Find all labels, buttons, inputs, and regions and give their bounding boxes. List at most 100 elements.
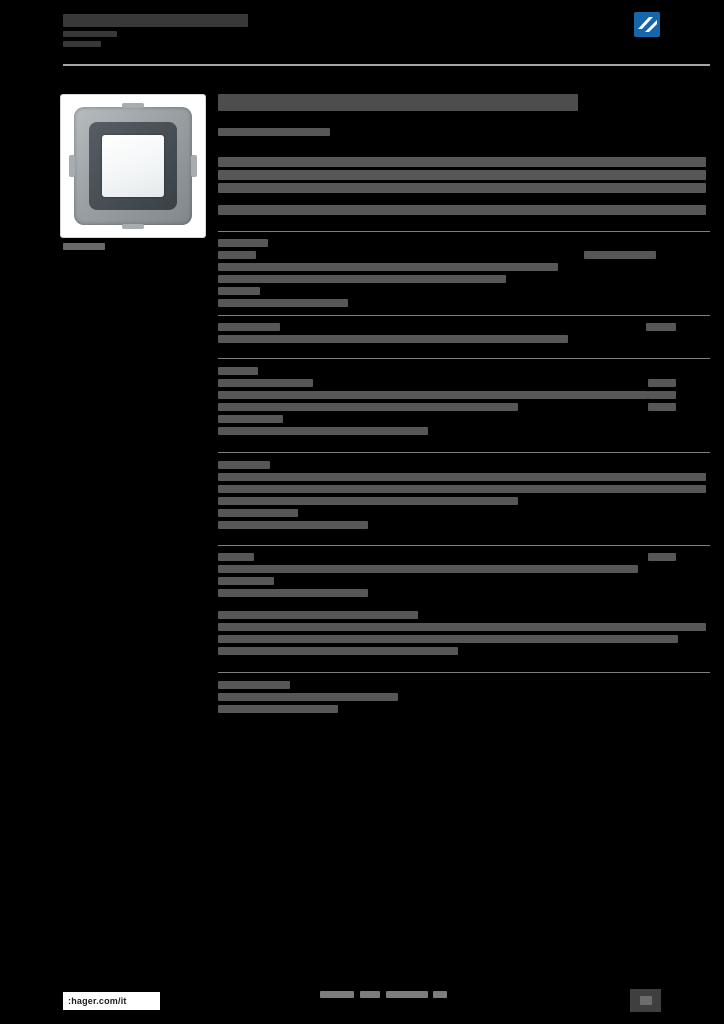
redacted-text — [63, 41, 101, 47]
section-divider — [218, 358, 710, 359]
section-divider — [218, 672, 710, 673]
spec-label — [218, 647, 458, 655]
spec-label — [218, 367, 258, 375]
spec-value — [648, 391, 676, 399]
spec-section — [218, 553, 706, 601]
spec-label — [218, 485, 706, 493]
product-image — [60, 94, 206, 238]
spec-value — [646, 323, 676, 331]
spec-label — [218, 565, 638, 573]
spec-row — [218, 509, 706, 517]
spec-label — [218, 635, 678, 643]
spec-row — [218, 589, 706, 597]
mounting-claw-left — [69, 155, 75, 177]
footer-brand — [0, 991, 724, 1003]
spec-row — [218, 239, 706, 247]
footer-brand-mark — [386, 991, 428, 998]
spec-row — [218, 635, 706, 643]
spec-row — [218, 379, 706, 387]
spec-row — [218, 391, 706, 399]
redacted-text — [63, 243, 105, 250]
spec-section — [218, 367, 706, 439]
spec-row — [218, 367, 706, 375]
spec-label — [218, 287, 260, 295]
redacted-text — [218, 170, 706, 180]
spec-label — [218, 379, 313, 387]
spec-section — [218, 611, 706, 659]
spec-label — [218, 589, 368, 597]
spec-value — [648, 379, 676, 387]
footer-brand-mark — [320, 991, 354, 998]
product-description-lead — [218, 205, 706, 215]
mounting-claw-right — [191, 155, 197, 177]
spec-label — [218, 299, 348, 307]
spec-label — [218, 693, 398, 701]
spec-label — [218, 415, 283, 423]
spec-label — [218, 521, 368, 529]
footer-brand-mark — [360, 991, 380, 998]
spec-section — [218, 323, 706, 347]
spec-value — [648, 553, 676, 561]
switch-inner-bezel — [89, 122, 177, 210]
redacted-text — [218, 94, 578, 111]
spec-label — [218, 705, 338, 713]
spec-label — [218, 553, 254, 561]
spec-row — [218, 693, 706, 701]
spec-row — [218, 485, 706, 493]
website-link[interactable]: :hager.com/it — [63, 992, 160, 1010]
spec-row — [218, 681, 706, 689]
spec-label — [218, 239, 268, 247]
redacted-text — [63, 14, 248, 27]
spec-row — [218, 251, 706, 259]
spec-row — [218, 415, 706, 423]
spec-row — [218, 705, 706, 713]
section-divider — [218, 315, 710, 316]
redacted-text — [218, 183, 706, 193]
spec-label — [218, 509, 298, 517]
spec-section — [218, 461, 706, 533]
header-divider — [63, 64, 710, 66]
spec-row — [218, 565, 706, 573]
spec-row — [218, 323, 706, 331]
spec-row — [218, 275, 706, 283]
spec-value — [648, 403, 676, 411]
spec-row — [218, 553, 706, 561]
spec-label — [218, 263, 558, 271]
website-label: :hager.com/it — [68, 996, 127, 1006]
redacted-text — [218, 205, 706, 215]
footer-brand-mark — [433, 991, 447, 998]
spec-label — [218, 473, 706, 481]
section-divider — [218, 452, 710, 453]
spec-row — [218, 461, 706, 469]
spec-row — [218, 647, 706, 655]
product-heading — [218, 94, 578, 111]
spec-row — [218, 427, 706, 435]
spec-row — [218, 623, 706, 631]
hager-logo-icon — [634, 12, 660, 37]
page-number — [639, 996, 652, 1005]
document-title — [63, 14, 248, 51]
spec-label — [218, 461, 270, 469]
spec-row — [218, 287, 706, 295]
spec-label — [218, 323, 280, 331]
spec-row — [218, 263, 706, 271]
spec-label — [218, 497, 518, 505]
mounting-claw-top — [122, 103, 144, 108]
redacted-text — [63, 31, 117, 37]
spec-row — [218, 521, 706, 529]
product-description — [218, 157, 706, 196]
spec-label — [218, 251, 256, 259]
spec-section — [218, 239, 706, 311]
page-number-box — [630, 989, 661, 1012]
spec-row — [218, 577, 706, 585]
spec-section — [218, 681, 706, 717]
spec-label — [218, 623, 706, 631]
redacted-text — [218, 157, 706, 167]
switch-rocker — [102, 135, 164, 197]
spec-row — [218, 335, 706, 343]
product-subheading — [218, 128, 330, 136]
spec-label — [218, 391, 648, 399]
spec-row — [218, 473, 706, 481]
